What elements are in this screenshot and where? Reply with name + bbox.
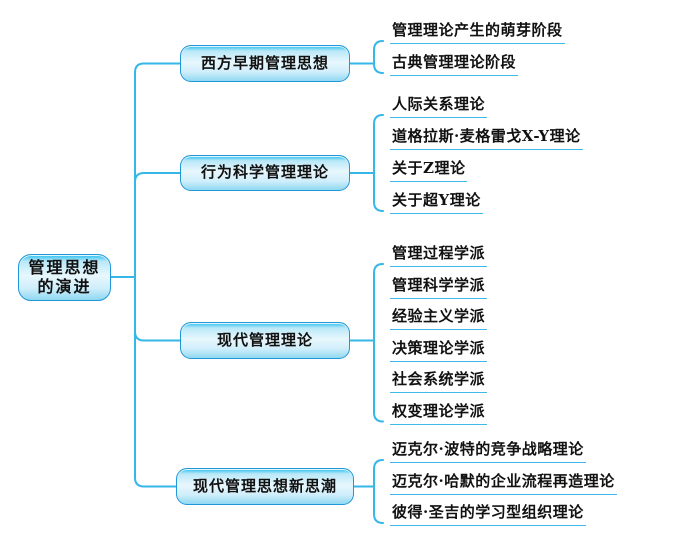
leaf-node[interactable]: 决策理论学派 [390,337,488,362]
root-node[interactable]: 管理思想的演进 [18,254,111,301]
branch-node-4[interactable]: 现代管理思想新思潮 [176,468,354,505]
leaf-node[interactable]: 关于Z理论 [390,157,468,182]
leaf-node[interactable]: 管理科学学派 [390,274,488,299]
branch-label: 现代管理理论 [216,330,313,349]
leaf-node[interactable]: 权变理论学派 [390,400,488,425]
leaf-node[interactable]: 管理过程学派 [390,242,488,267]
branch-label: 行为科学管理理论 [200,163,329,182]
root-label-line-2: 的演进 [37,276,92,296]
leaf-node[interactable]: 道格拉斯·麦格雷戈X-Y理论 [390,125,583,150]
branch-node-3[interactable]: 现代管理理论 [180,322,350,359]
leaf-node[interactable]: 社会系统学派 [390,368,488,393]
leaf-node[interactable]: 人际关系理论 [390,93,488,118]
branch-node-1[interactable]: 西方早期管理思想 [180,45,350,82]
root-label-line-1: 管理思想 [28,257,101,277]
leaf-node[interactable]: 迈克尔·哈默的企业流程再造理论 [390,470,617,495]
leaf-node[interactable]: 关于超Y理论 [390,189,483,214]
leaf-node[interactable]: 彼得·圣吉的学习型组织理论 [390,501,586,526]
leaf-node[interactable]: 管理理论产生的萌芽阶段 [390,19,565,44]
branch-label: 西方早期管理思想 [200,53,329,72]
leaf-node[interactable]: 迈克尔·波特的竞争战略理论 [390,438,586,463]
branch-label: 现代管理思想新思潮 [192,476,337,495]
leaf-node[interactable]: 经验主义学派 [390,305,488,330]
leaf-node[interactable]: 古典管理理论阶段 [390,51,519,76]
branch-node-2[interactable]: 行为科学管理理论 [180,155,350,191]
